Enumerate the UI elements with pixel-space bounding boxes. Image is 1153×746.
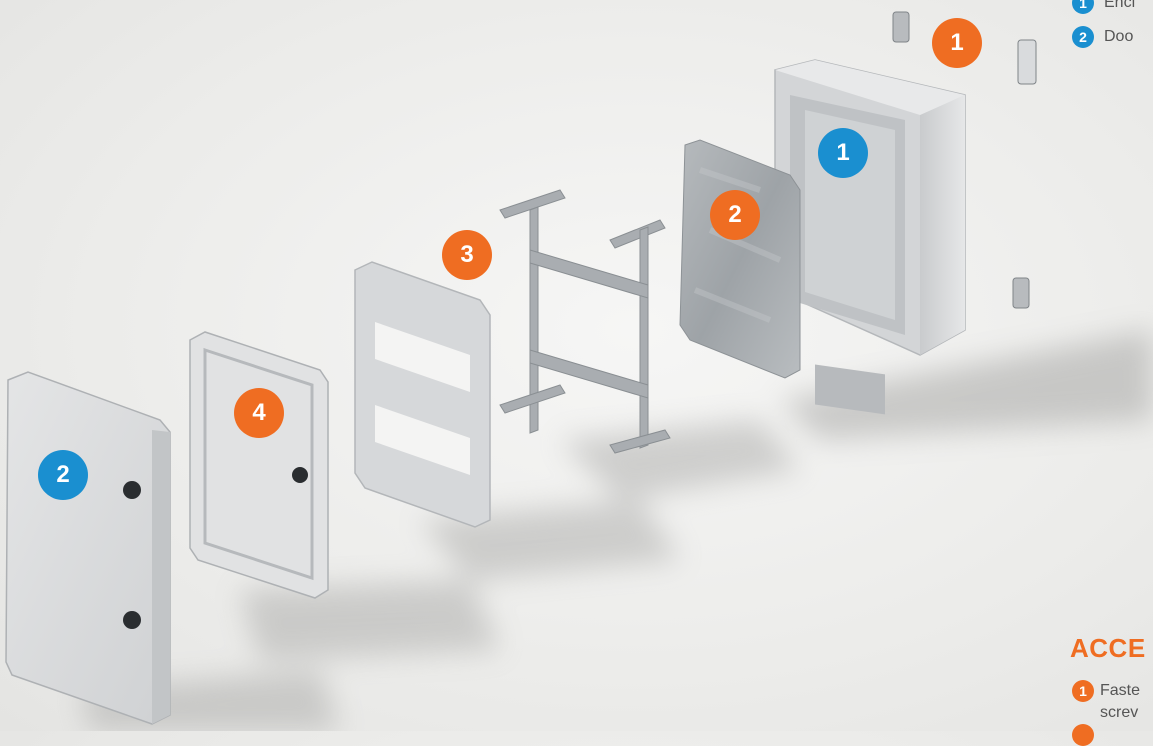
badge-enclosure-blue: 1 bbox=[818, 128, 868, 178]
legend-label-1: Encl bbox=[1104, 0, 1135, 12]
badge-rails-orange: 3 bbox=[442, 230, 492, 280]
badge-inner-door-orange: 4 bbox=[234, 388, 284, 438]
accessories-item-1-line1: Faste bbox=[1100, 680, 1153, 702]
legend-badge-2: 2 bbox=[1072, 26, 1094, 48]
badge-door-blue: 2 bbox=[38, 450, 88, 500]
din-rail-frame bbox=[500, 190, 670, 453]
legend-badge-1: 1 bbox=[1072, 0, 1094, 14]
enclosure-box bbox=[775, 60, 965, 414]
legend-item-enclosure: 1 Encl bbox=[1072, 0, 1135, 14]
inner-door bbox=[190, 332, 328, 598]
front-door bbox=[6, 372, 170, 724]
exploded-enclosure-illustration bbox=[0, 0, 1153, 731]
mounting-plate bbox=[680, 140, 800, 378]
accessories-title: ACCE bbox=[1070, 633, 1146, 664]
legend-item-door: 2 Doo bbox=[1072, 26, 1133, 48]
legend-label-2: Doo bbox=[1104, 28, 1133, 46]
accessories-badge-1: 1 bbox=[1072, 680, 1094, 702]
cover-plate bbox=[355, 262, 490, 527]
badge-fastening-orange: 1 bbox=[932, 18, 982, 68]
accessories-item-1-line2: screv bbox=[1100, 702, 1153, 724]
accessories-badge-2-partial bbox=[1072, 724, 1094, 746]
badge-mounting-plate-orange: 2 bbox=[710, 190, 760, 240]
